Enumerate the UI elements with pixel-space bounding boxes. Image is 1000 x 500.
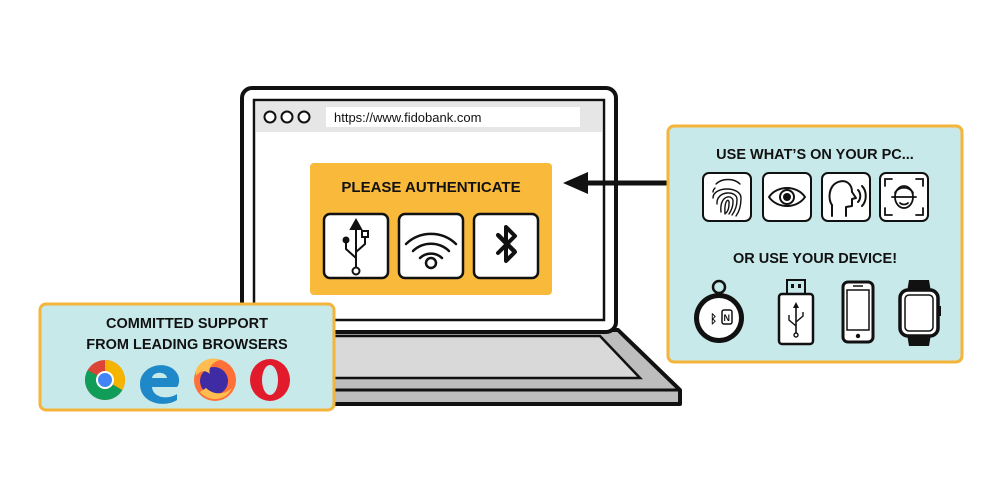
voice-icon bbox=[828, 180, 867, 217]
browsers-line-2: FROM LEADING BROWSERS bbox=[86, 337, 288, 353]
face-recognition-icon bbox=[884, 178, 924, 216]
svg-text:ᛒ: ᛒ bbox=[710, 312, 717, 326]
eye-tile bbox=[762, 172, 812, 222]
pc-panel-heading: USE WHAT’S ON YOUR PC... bbox=[716, 147, 914, 163]
bluetooth-option-button[interactable] bbox=[472, 212, 540, 280]
window-dot-1[interactable] bbox=[263, 110, 277, 124]
chrome-icon bbox=[85, 360, 125, 400]
nfc-option-button[interactable] bbox=[397, 212, 465, 280]
address-bar[interactable] bbox=[326, 107, 580, 127]
pc-methods-panel: USE WHAT’S ON YOUR PC... bbox=[666, 124, 964, 364]
svg-text:N: N bbox=[724, 313, 731, 323]
window-dot-2[interactable] bbox=[280, 110, 294, 124]
fingerprint-tile bbox=[702, 172, 752, 222]
arrow-to-dialog bbox=[563, 172, 668, 194]
bluetooth-icon bbox=[496, 225, 517, 263]
edge-icon bbox=[140, 365, 180, 404]
smartwatch-icon bbox=[898, 280, 941, 346]
browsers-line-1: COMMITTED SUPPORT bbox=[106, 316, 268, 332]
usb-key-icon bbox=[777, 279, 815, 346]
auth-dialog-title: PLEASE AUTHENTICATE bbox=[341, 179, 520, 196]
eye-iris-icon bbox=[767, 187, 807, 207]
key-fob-icon: ᛒ N bbox=[694, 279, 744, 343]
address-bar-url[interactable]: https://www.fidobank.com bbox=[334, 110, 481, 125]
opera-icon bbox=[250, 359, 290, 401]
usb-icon bbox=[342, 217, 369, 276]
firefox-icon bbox=[194, 358, 236, 401]
face-tile bbox=[879, 172, 929, 222]
smartphone-icon bbox=[841, 280, 875, 344]
voice-tile bbox=[821, 172, 871, 222]
browser-window: https://www.fidobank.com bbox=[256, 102, 602, 132]
nfc-wireless-icon bbox=[404, 232, 458, 270]
window-dot-3[interactable] bbox=[297, 110, 311, 124]
fingerprint-icon bbox=[712, 178, 742, 217]
browsers-panel: COMMITTED SUPPORT FROM LEADING BROWSERS bbox=[38, 302, 336, 412]
auth-dialog: PLEASE AUTHENTICATE bbox=[310, 163, 552, 295]
usb-option-button[interactable] bbox=[322, 212, 390, 280]
device-heading: OR USE YOUR DEVICE! bbox=[733, 251, 897, 267]
